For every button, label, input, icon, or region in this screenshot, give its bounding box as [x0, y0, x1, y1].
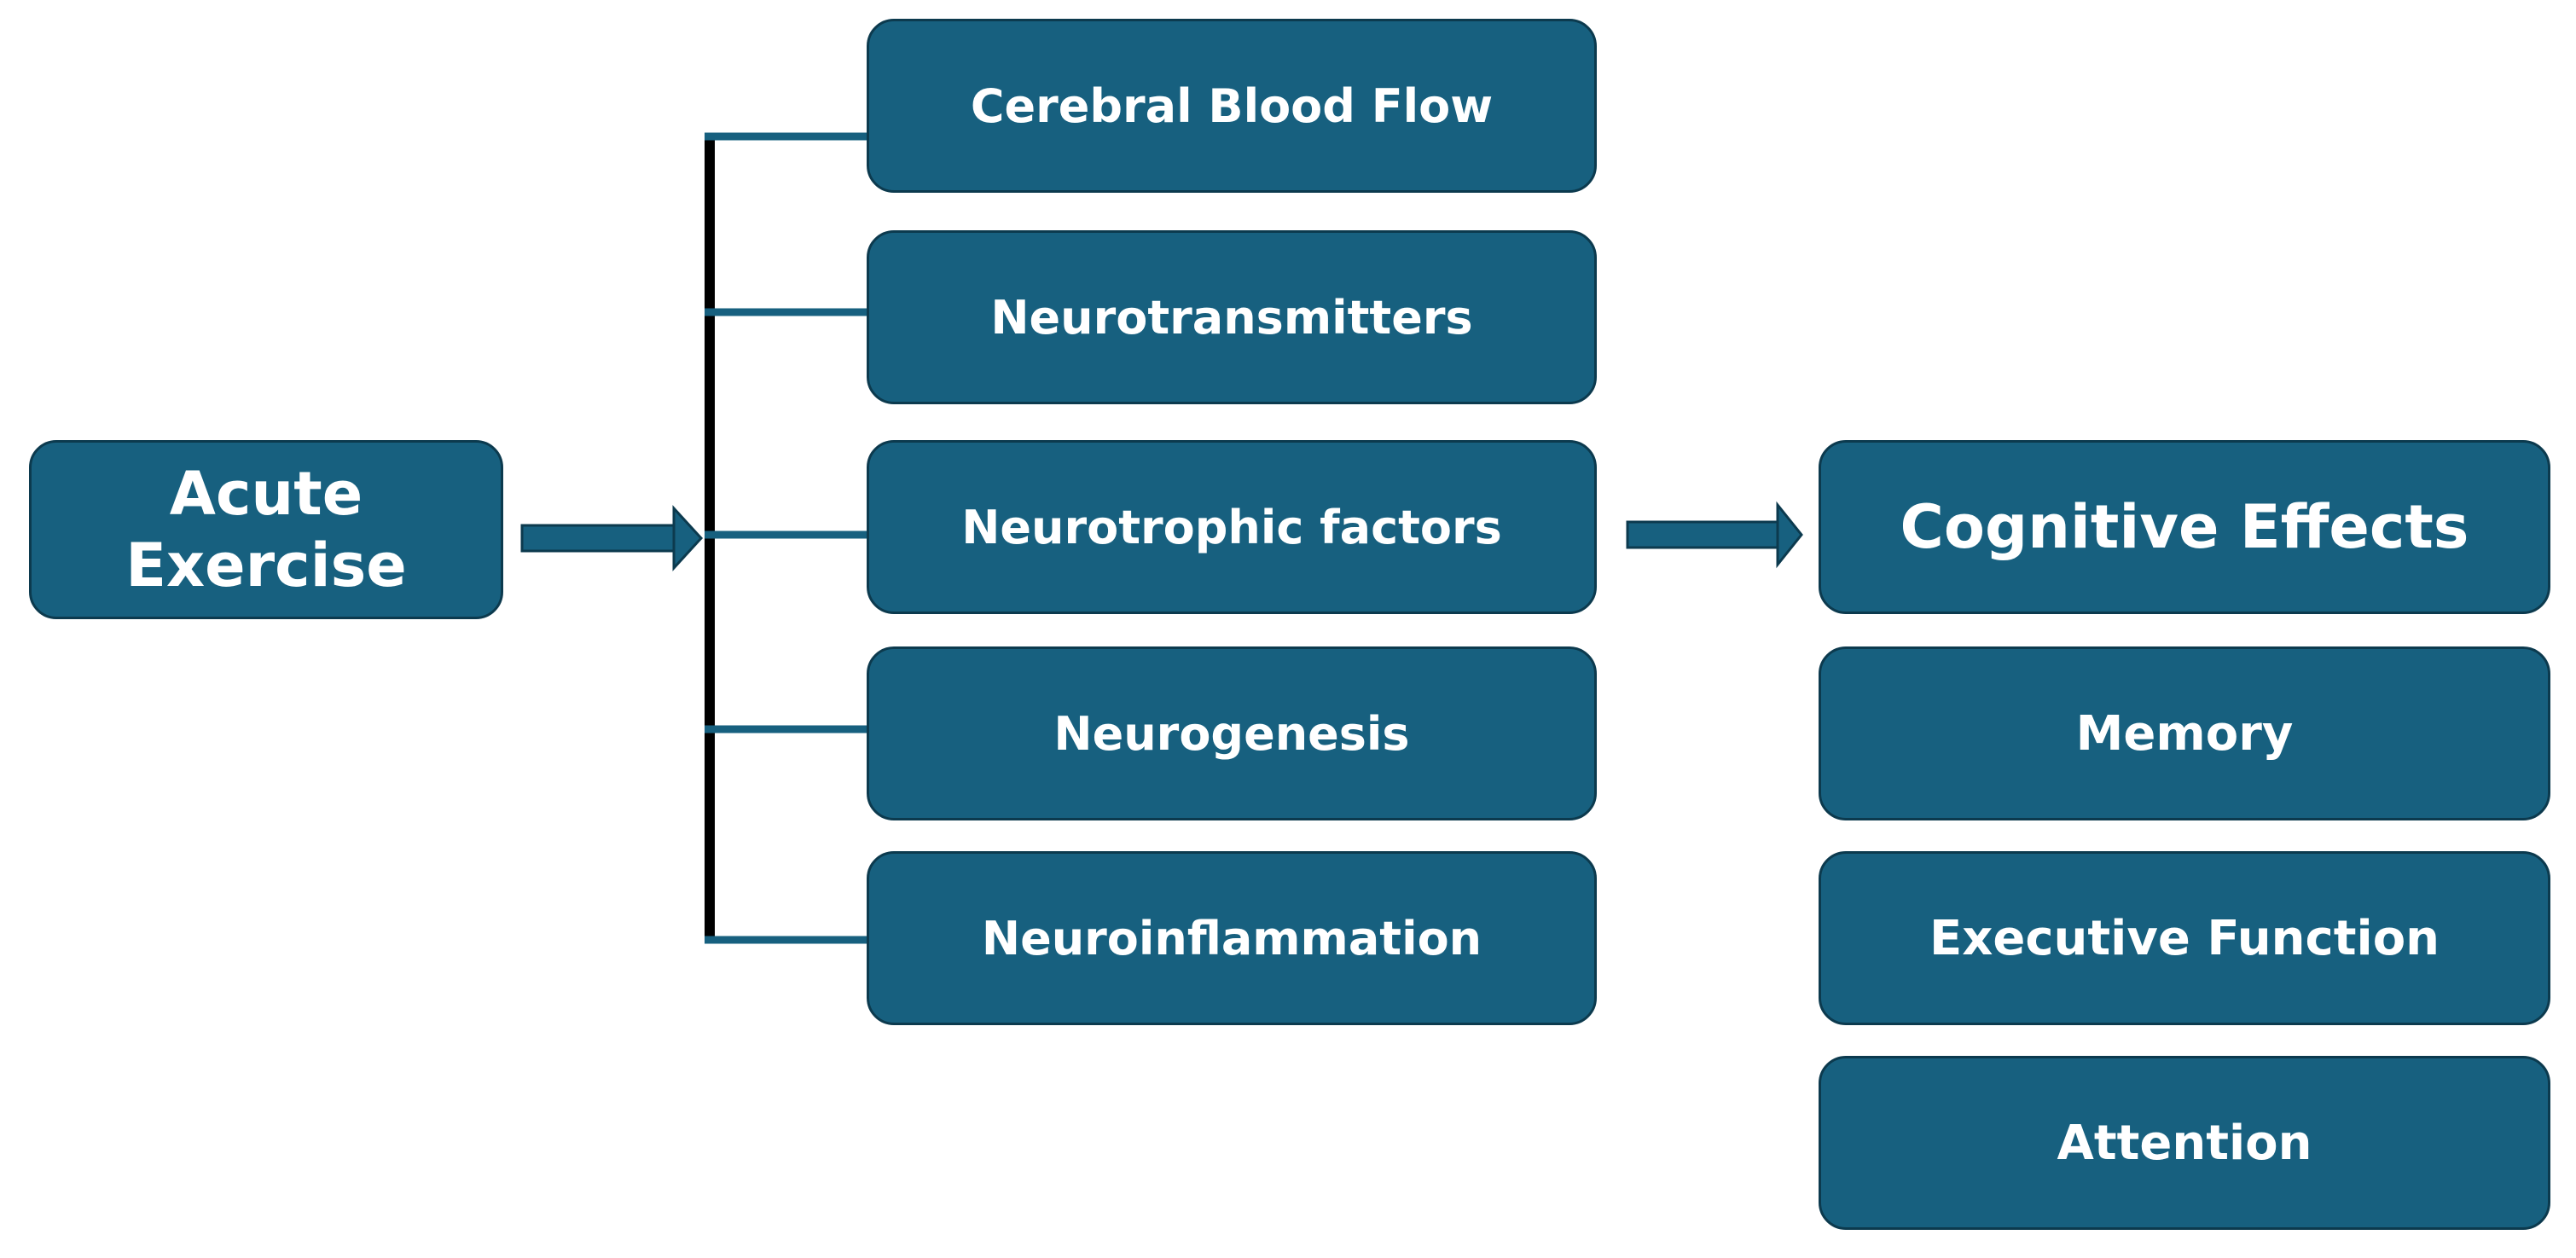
outcome-label: Executive Function — [1929, 910, 2440, 966]
mechanism-label: Cerebral Blood Flow — [970, 78, 1494, 133]
mechanism-label: Neurogenesis — [1053, 706, 1410, 761]
outcome-label: Memory — [2075, 705, 2294, 762]
source-label: Acute Exercise — [125, 459, 407, 600]
outcome-label: Attention — [2057, 1115, 2312, 1171]
arrow-mechanisms-to-outcomes — [1626, 501, 1803, 569]
outcome-title: Cognitive Effects — [1900, 492, 2469, 562]
outcome-box-executive-function: Executive Function — [1819, 851, 2550, 1025]
source-box: Acute Exercise — [29, 440, 503, 619]
mechanism-box-cerebral-blood-flow: Cerebral Blood Flow — [867, 19, 1597, 193]
mechanism-box-neurogenesis: Neurogenesis — [867, 646, 1597, 820]
outcome-box-attention: Attention — [1819, 1056, 2550, 1230]
outcome-box-memory: Memory — [1819, 646, 2550, 820]
arrow-source-to-mechanisms — [520, 505, 704, 571]
mechanism-box-neuroinflammation: Neuroinflammation — [867, 851, 1597, 1025]
outcome-title-box: Cognitive Effects — [1819, 440, 2550, 614]
mechanism-box-neurotransmitters: Neurotransmitters — [867, 230, 1597, 404]
mechanism-label: Neuroinflammation — [981, 911, 1482, 965]
mechanism-label: Neurotrophic factors — [961, 500, 1502, 554]
mechanism-box-neurotrophic-factors: Neurotrophic factors — [867, 440, 1597, 614]
mechanism-label: Neurotransmitters — [990, 290, 1473, 345]
